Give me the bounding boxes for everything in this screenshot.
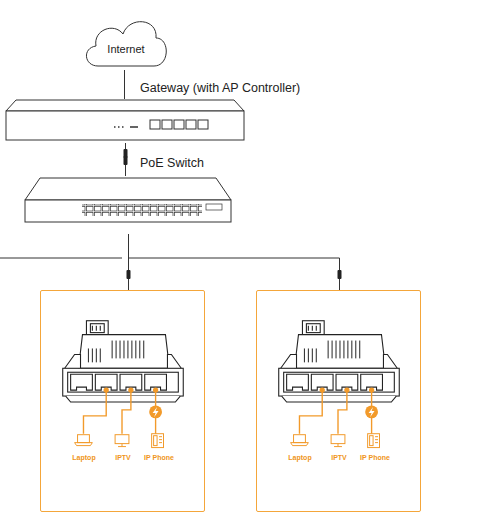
- cable-plug: [127, 270, 131, 279]
- cloud-outline: [86, 22, 166, 66]
- cable-plug: [124, 156, 128, 165]
- device-label: Gateway (with AP Controller): [140, 81, 300, 95]
- gateway-top: [6, 100, 244, 111]
- gateway-port: [186, 120, 196, 129]
- device-caption: Laptop: [288, 453, 311, 462]
- switch-sfp: [206, 204, 222, 210]
- ap-panel: Laptop IPTV IP Phone: [256, 290, 421, 512]
- network-cable: [124, 143, 128, 176]
- switch-front: [25, 200, 231, 222]
- gateway-port: [198, 120, 208, 129]
- cloud-node: Internet: [78, 8, 170, 70]
- switch-node: PoE Switch: [22, 176, 234, 234]
- cloud-shape: [78, 8, 170, 70]
- device-caption: Laptop: [72, 453, 95, 462]
- cable-line: [124, 70, 125, 99]
- device-caption: IPTV: [115, 453, 131, 462]
- device-caption: IP Phone: [360, 453, 390, 462]
- device-caption: IP Phone: [144, 453, 174, 462]
- ap-illustration: [279, 321, 400, 448]
- gateway-port: [162, 120, 172, 129]
- network-cable: [124, 70, 125, 99]
- cable-plug: [338, 270, 342, 279]
- gateway-node: Gateway (with AP Controller): [4, 99, 246, 143]
- gateway-front: [6, 111, 244, 140]
- device-label: PoE Switch: [140, 156, 204, 170]
- gateway-leds: [114, 126, 138, 128]
- gateway-device: [4, 99, 246, 143]
- poe-switch-device: [22, 176, 234, 234]
- bus-wire: [0, 258, 122, 259]
- ap-illustration: [257, 291, 420, 511]
- switch-top: [25, 178, 231, 200]
- device-caption: IPTV: [331, 453, 347, 462]
- cloud-label: Internet: [107, 43, 144, 55]
- gateway-port: [150, 120, 160, 129]
- network-cable: [129, 234, 342, 290]
- switch-ports: [82, 204, 202, 216]
- ap-illustration: [41, 291, 204, 511]
- ap-illustration: [63, 321, 184, 448]
- ap-panel: Laptop IPTV IP Phone: [40, 290, 205, 512]
- cable-line: [129, 234, 340, 290]
- gateway-port: [174, 120, 184, 129]
